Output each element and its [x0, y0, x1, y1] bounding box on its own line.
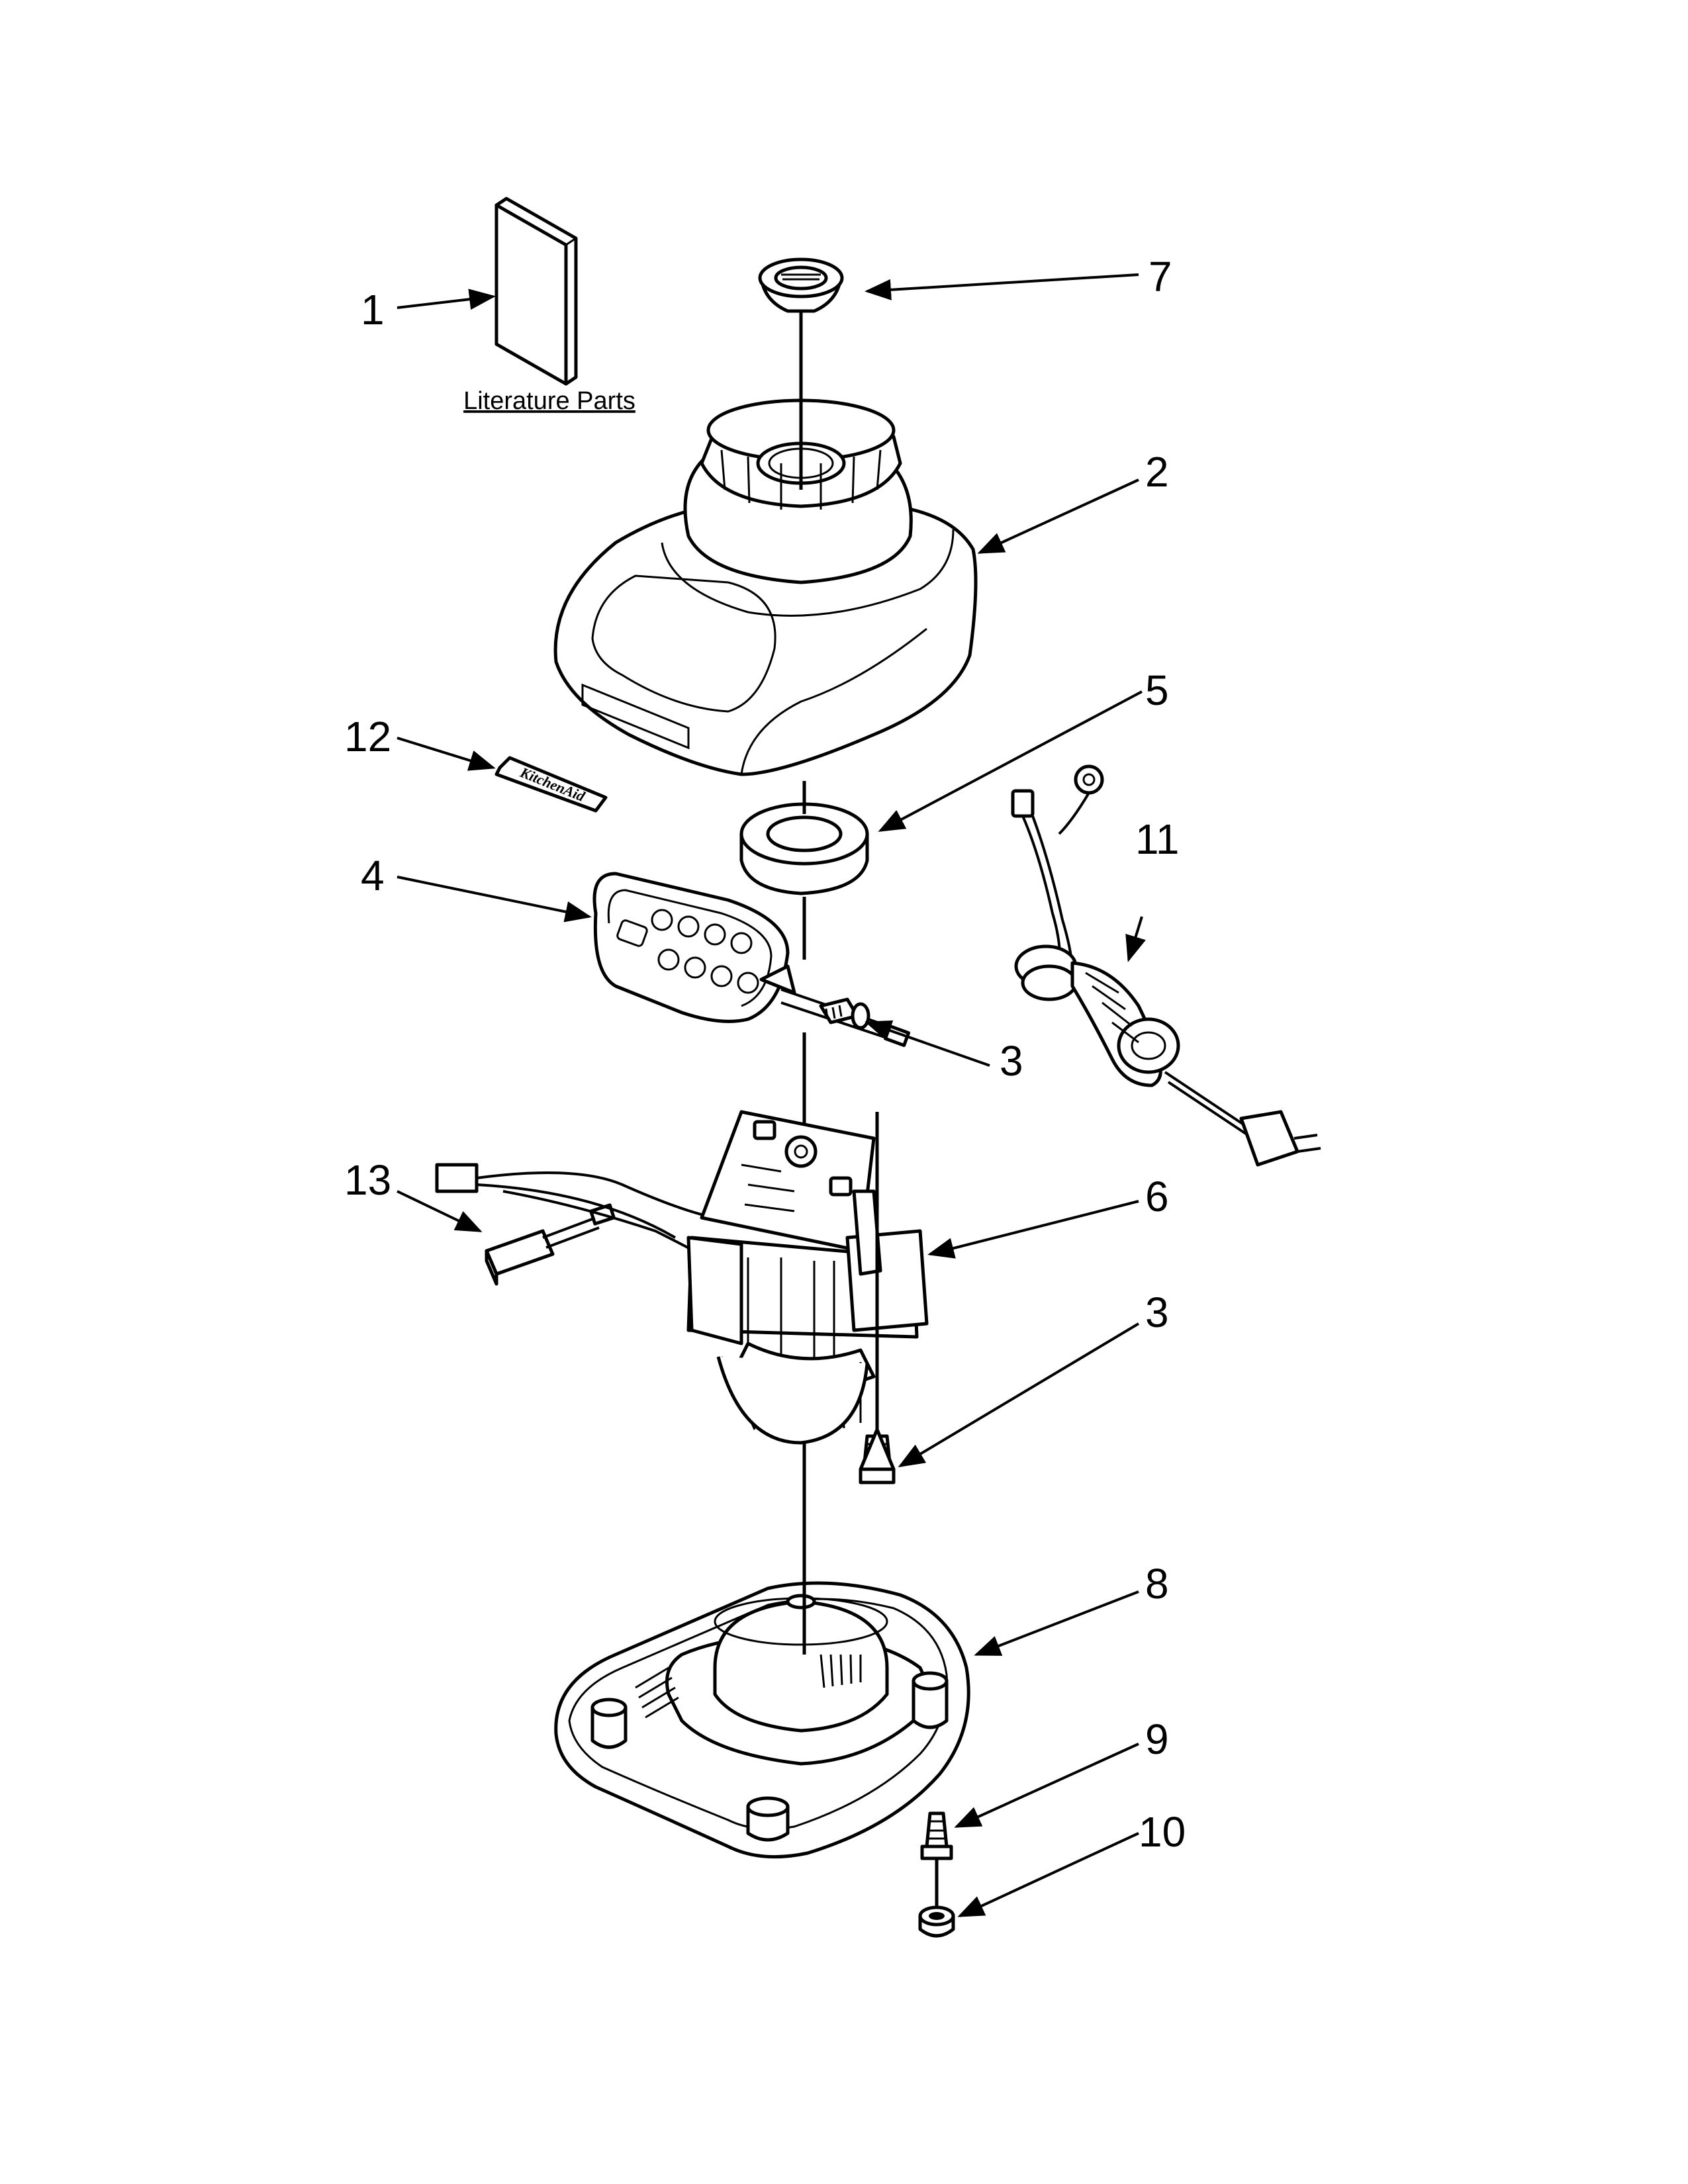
- callout-3-upper: 3: [1000, 1037, 1023, 1085]
- callout-13: 13: [344, 1156, 391, 1204]
- screw-lower: [859, 1428, 896, 1484]
- blender-base: [554, 1581, 970, 1859]
- callout-12: 12: [344, 713, 391, 760]
- base-screw: [920, 1811, 953, 1860]
- callout-arrows: [397, 273, 1146, 1917]
- callout-11: 11: [1135, 815, 1179, 863]
- wire-connector: [485, 1203, 616, 1286]
- literature-parts-label: Literature Parts: [463, 387, 635, 415]
- coupler-cap: [758, 257, 844, 313]
- callout-1: 1: [361, 286, 385, 334]
- callout-9: 9: [1145, 1715, 1169, 1763]
- blender-housing: [553, 398, 978, 776]
- callout-10: 10: [1139, 1808, 1186, 1856]
- assembly-axis-lines: [799, 311, 939, 1906]
- callout-7: 7: [1149, 253, 1172, 300]
- screw-upper: [819, 997, 870, 1030]
- callout-numbers: 1 7 2 5 12 4 11 3 13 6 3 8 9 10: [344, 253, 1186, 1856]
- callout-3-lower: 3: [1145, 1289, 1169, 1336]
- callout-5: 5: [1145, 666, 1169, 714]
- literature-booklet: [494, 197, 578, 386]
- kitchenaid-badge: KitchenAid: [494, 756, 608, 813]
- callout-2: 2: [1145, 448, 1169, 496]
- callout-6: 6: [1145, 1173, 1169, 1220]
- callout-8: 8: [1145, 1560, 1169, 1608]
- motor-assembly: [435, 1110, 929, 1445]
- gasket-ring: [739, 802, 869, 895]
- rubber-foot: [918, 1905, 955, 1938]
- power-cord: [1011, 764, 1321, 1167]
- callout-4: 4: [361, 852, 385, 899]
